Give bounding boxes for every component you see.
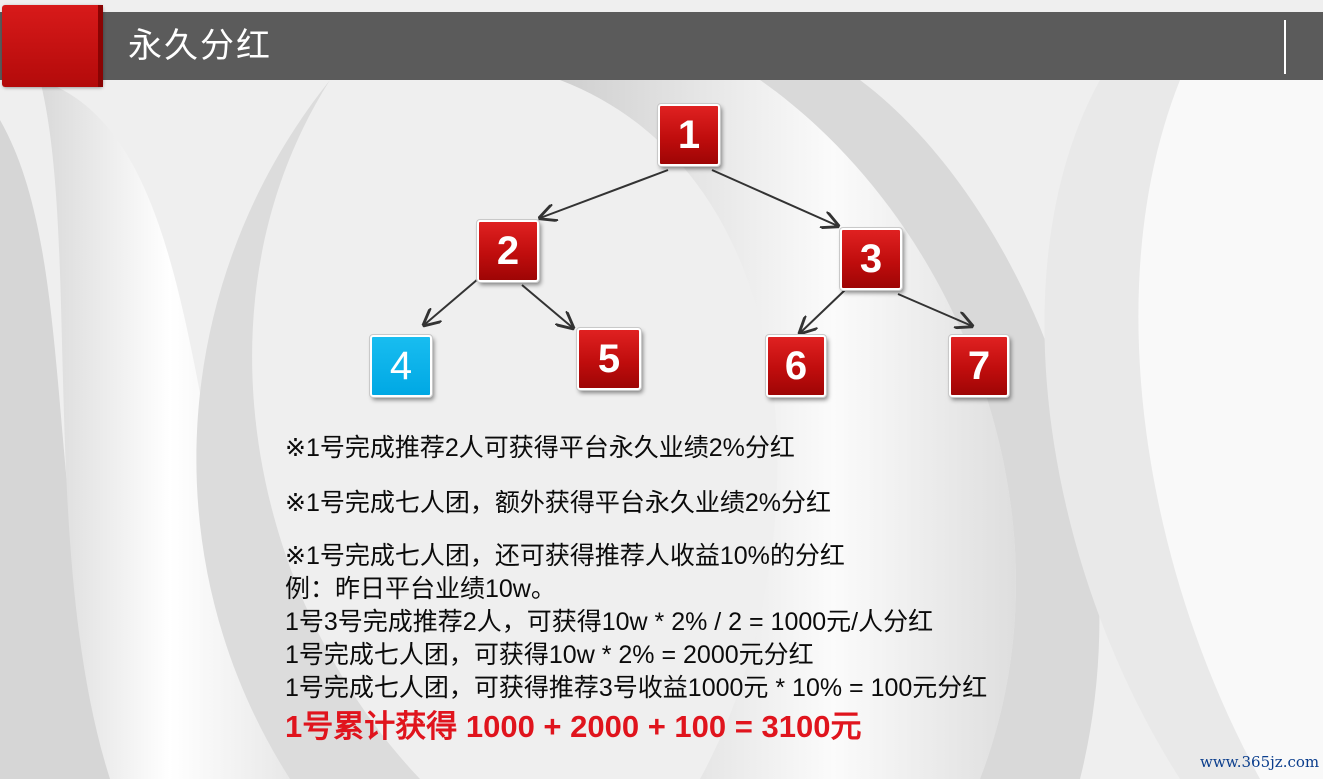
rule-line-1: ※1号完成推荐2人可获得平台永久业绩2%分红 — [285, 434, 795, 462]
watermark: www.365jz.com — [1200, 753, 1320, 771]
tree-node-6: 6 — [765, 334, 827, 398]
tree-node-1: 1 — [657, 103, 721, 167]
example-line-3: 1号完成七人团，可获得推荐3号收益1000元 * 10% = 100元分红 — [285, 674, 988, 702]
rule-line-2: ※1号完成七人团，额外获得平台永久业绩2%分红 — [285, 489, 831, 517]
header-bar — [0, 12, 1323, 80]
edge-1-2 — [540, 169, 669, 218]
explanation-text: ※1号完成推荐2人可获得平台永久业绩2%分红 ※1号完成七人团，额外获得平台永久… — [285, 432, 1265, 749]
edge-3-7 — [897, 293, 972, 326]
edge-1-3 — [711, 169, 838, 226]
example-line-2: 1号完成七人团，可获得10w * 2% = 2000元分红 — [285, 641, 814, 669]
example-line-1: 1号3号完成推荐2人，可获得10w * 2% / 2 = 1000元/人分红 — [285, 608, 934, 636]
rule-line-3: ※1号完成七人团，还可获得推荐人收益10%的分红 — [285, 542, 845, 570]
header-accent-block — [2, 5, 103, 87]
edge-3-6 — [800, 289, 846, 333]
page-title: 永久分红 — [128, 26, 272, 66]
example-intro: 例：昨日平台业绩10w。 — [285, 575, 556, 603]
edge-2-5 — [521, 284, 573, 328]
total-line: 1号累计获得 1000 + 2000 + 100 = 3100元 — [285, 709, 862, 744]
edge-2-4 — [424, 278, 479, 325]
tree-node-4: 4 — [369, 334, 433, 398]
tree-node-3: 3 — [839, 227, 903, 291]
tree-node-2: 2 — [476, 219, 540, 283]
header-divider — [1284, 20, 1286, 74]
tree-node-7: 7 — [948, 334, 1010, 398]
tree-node-5: 5 — [576, 327, 642, 391]
